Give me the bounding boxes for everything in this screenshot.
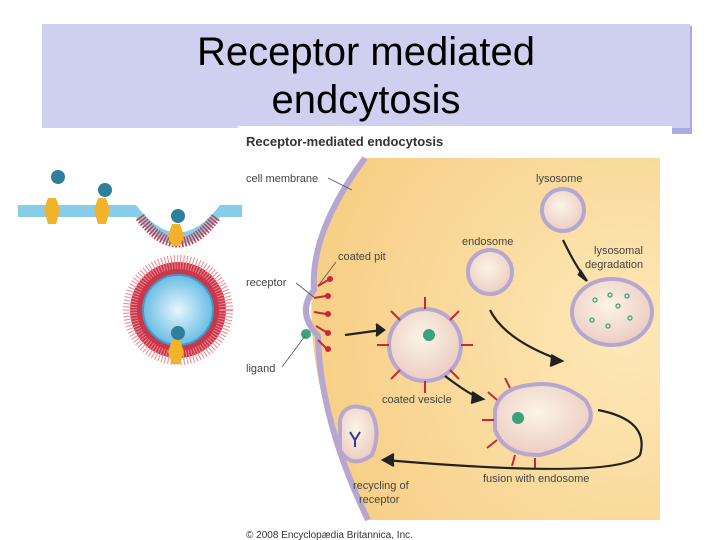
ligand-icons — [51, 170, 185, 223]
flat-membrane — [18, 205, 136, 217]
right-illustration: Receptor-mediated endocytosis — [238, 126, 672, 540]
label-receptor: receptor — [246, 277, 287, 289]
label-coated-vesicle: coated vesicle — [382, 394, 452, 406]
coated-vesicle — [377, 297, 473, 393]
recycling-vesicle — [338, 404, 379, 464]
process-arrows — [344, 239, 643, 470]
degradation-lysosome — [570, 277, 654, 347]
title-box — [42, 24, 690, 128]
ligand-at-pit — [301, 329, 311, 339]
fusion-vesicle — [482, 377, 593, 469]
label-ligand: ligand — [246, 363, 275, 375]
label-coated-pit: coated pit — [338, 251, 386, 263]
label-endosome: endosome — [462, 236, 513, 248]
copyright: © 2008 Encyclopædia Britannica, Inc. — [246, 530, 413, 540]
label-lysosomal-2: degradation — [585, 259, 643, 271]
label-recycling-2: receptor — [359, 494, 400, 506]
title-line-2: endcytosis — [271, 78, 461, 122]
label-lysosome: lysosome — [536, 173, 582, 185]
label-recycling-1: recycling of — [353, 480, 410, 492]
coated-pit-receptors — [313, 276, 333, 352]
lysosome — [540, 187, 586, 233]
label-fusion: fusion with endosome — [483, 473, 589, 485]
receptor-icons — [44, 198, 184, 246]
left-schematic — [18, 170, 242, 365]
label-cell-membrane: cell membrane — [246, 173, 318, 185]
clathrin-coat — [135, 213, 221, 248]
slide-title: Receptor mediated endcytosis — [42, 28, 690, 124]
leader-lines — [281, 177, 353, 368]
title-line-1: Receptor mediated — [197, 30, 535, 74]
invaginating-membrane — [136, 205, 242, 245]
label-lysosomal-1: lysosomal — [594, 245, 643, 257]
figure-heading: Receptor-mediated endocytosis — [246, 134, 443, 149]
cell-membrane — [303, 156, 371, 522]
endosome — [466, 248, 514, 296]
